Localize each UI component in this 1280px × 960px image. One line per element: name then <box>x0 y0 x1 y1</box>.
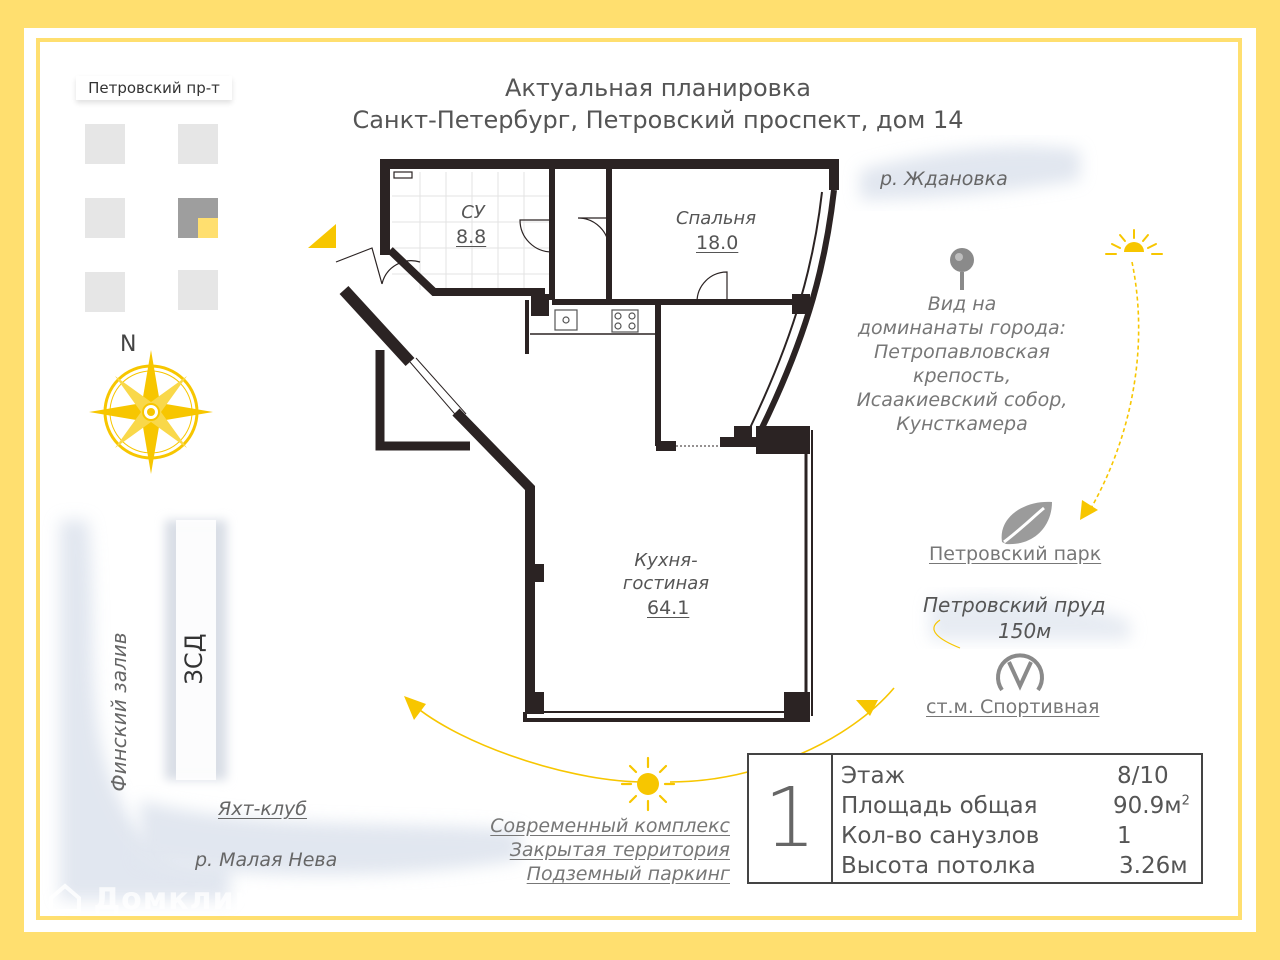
apartment-number: 1 <box>749 755 833 882</box>
page-title-line2: Санкт-Петербург, Петровский проспект, до… <box>352 106 964 134</box>
river-bands <box>60 146 1130 900</box>
view-line: Вид на <box>927 293 997 315</box>
watermark-text: Домклик <box>93 882 257 917</box>
sun-path-left <box>407 699 641 783</box>
metro-label: ст.м. Спортивная <box>926 696 1100 718</box>
city-view-text: Вид на доминанаты города: Петропавловска… <box>832 292 1092 436</box>
current-building-marker <box>198 218 218 238</box>
zhdanovka-label: р. Ждановка <box>880 168 1008 190</box>
current-building-block <box>178 198 218 238</box>
sun-bottom-icon <box>620 756 676 812</box>
info-value-floor: 8/10 <box>1117 763 1169 789</box>
amenity-item: Закрытая территория <box>509 839 730 861</box>
metro-logo-icon <box>996 653 1044 692</box>
info-label-area: Площадь общая <box>841 793 1038 819</box>
info-value-bathrooms: 1 <box>1117 823 1132 849</box>
view-line: доминанаты города: <box>857 317 1067 339</box>
floor-plan <box>335 159 839 722</box>
info-value-area: 90.9м2 <box>1113 793 1190 819</box>
sun-top-icon <box>1105 229 1163 255</box>
bedroom-area: 18.0 <box>696 232 739 254</box>
street-label: Петровский пр-т <box>76 76 232 100</box>
info-label-floor: Этаж <box>841 763 906 789</box>
pond-label-line1: Петровский пруд <box>923 593 1106 617</box>
view-line: Кунсткамера <box>896 413 1028 435</box>
house-icon <box>48 883 82 913</box>
amenity-item: Современный комплекс <box>490 815 730 837</box>
bay-label: Финский залив <box>107 632 131 792</box>
info-value-ceiling: 3.26м <box>1119 853 1188 879</box>
park-label: Петровский парк <box>929 543 1102 565</box>
kitchen-area: 64.1 <box>647 597 690 619</box>
info-label-ceiling: Высота потолка <box>841 853 1036 879</box>
bathroom-tiles <box>392 172 550 290</box>
highway-road <box>176 520 216 780</box>
amenities-list: Современный комплекс Закрытая территория… <box>450 814 730 886</box>
arrow-left-icon <box>404 696 426 720</box>
malaya-neva-label: р. Малая Нева <box>195 849 338 871</box>
arrow-right-icon <box>856 700 878 716</box>
bedroom-name: Спальня <box>675 208 757 229</box>
kitchen-name-line2: гостиная <box>622 573 710 594</box>
kitchen-appliances <box>554 309 639 333</box>
building-block <box>85 198 125 238</box>
yacht-club-label: Яхт-клуб <box>218 798 307 820</box>
location-pin-icon <box>950 248 974 290</box>
building-block <box>178 124 218 164</box>
bathroom-name: СУ <box>461 202 485 223</box>
compass-rose-icon <box>89 350 213 474</box>
info-value-area-number: 90.9м <box>1113 793 1182 819</box>
building-block <box>85 124 125 164</box>
highway-label: ЗСД <box>180 633 208 685</box>
sun-path-top <box>1089 261 1140 511</box>
sun-path-pond <box>933 619 961 649</box>
pond-label-line2: 150м <box>998 619 1052 643</box>
bathroom-area: 8.8 <box>456 226 487 248</box>
view-line: крепость, <box>912 365 1012 387</box>
apartment-info-table: 1 Этаж 8/10 Площадь общая 90.9м2 Кол-во … <box>747 753 1203 884</box>
info-label-bathrooms: Кол-во санузлов <box>841 823 1040 849</box>
compass-north-label: N <box>120 332 137 357</box>
view-line: Исаакиевский собор, <box>856 389 1068 411</box>
page-title-line1: Актуальная планировка <box>504 74 812 102</box>
info-value-area-sup: 2 <box>1181 793 1190 809</box>
building-block <box>85 272 125 312</box>
watermark-logo: Домклик <box>48 882 256 917</box>
arrow-down-icon <box>1080 500 1098 520</box>
view-line: Петропавловская <box>874 341 1050 363</box>
entrance-marker-icon <box>308 224 336 248</box>
park-leaf-icon <box>1001 501 1052 545</box>
amenity-item: Подземный паркинг <box>526 863 730 885</box>
building-block <box>178 270 218 310</box>
kitchen-name-line1: Кухня- <box>634 550 698 571</box>
